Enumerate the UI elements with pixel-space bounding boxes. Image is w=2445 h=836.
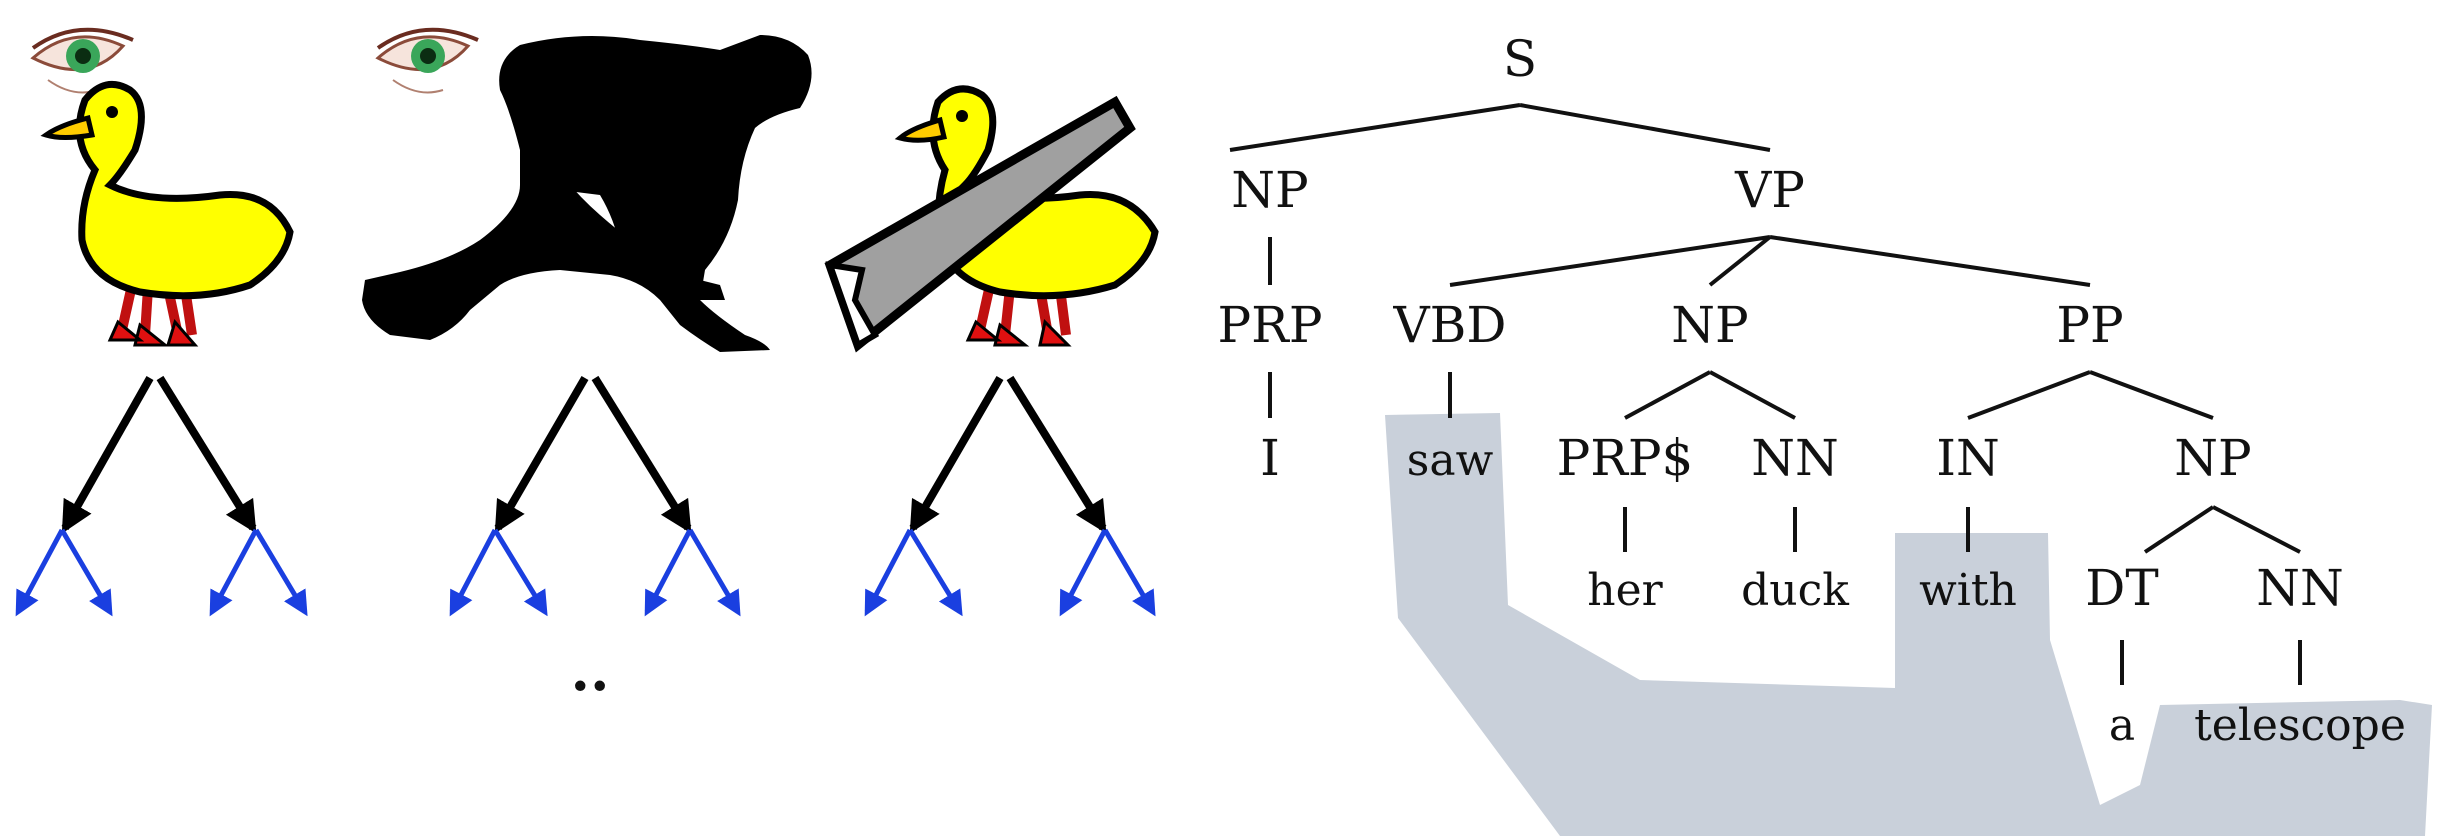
saw-icon — [824, 95, 1136, 353]
leaf-saw: saw — [1407, 435, 1494, 486]
leaf-her: her — [1587, 565, 1663, 616]
leaf-with: with — [1919, 565, 2017, 616]
node-nn-pp: NN — [2256, 559, 2344, 617]
node-vp: VP — [1734, 161, 1805, 219]
parse-tree: S NP VP PRP VBD NP PP I saw PRP$ NN IN N… — [1218, 30, 2406, 751]
leaf-i: I — [1260, 429, 1280, 487]
duck-icon — [40, 80, 294, 347]
node-np-subject: NP — [1231, 161, 1308, 219]
node-pp: PP — [2056, 296, 2123, 354]
person-arm — [530, 140, 725, 300]
leaf-telescope: telescope — [2194, 700, 2406, 751]
person-silhouette — [362, 35, 812, 352]
node-vbd: VBD — [1393, 296, 1507, 354]
ellipsis: .. — [571, 638, 610, 704]
node-np-pp: NP — [2174, 429, 2251, 487]
leaf-a: a — [2109, 700, 2135, 751]
eye-icon — [375, 27, 479, 94]
tree-arrows-2 — [449, 375, 741, 617]
node-s: S — [1503, 30, 1537, 88]
node-prp-possessive: PRP$ — [1557, 429, 1694, 487]
node-in: IN — [1936, 429, 2000, 487]
node-nn-object: NN — [1751, 429, 1839, 487]
eye-icon — [30, 27, 134, 94]
tree-arrows-3 — [864, 375, 1156, 617]
tree-arrows-1 — [15, 375, 308, 617]
node-prp: PRP — [1218, 296, 1323, 354]
node-np-object: NP — [1671, 296, 1748, 354]
leaf-duck: duck — [1741, 565, 1849, 616]
node-dt: DT — [2085, 559, 2158, 617]
parse-tree-edges — [1229, 103, 2302, 685]
attachment-highlight — [1385, 413, 2432, 836]
